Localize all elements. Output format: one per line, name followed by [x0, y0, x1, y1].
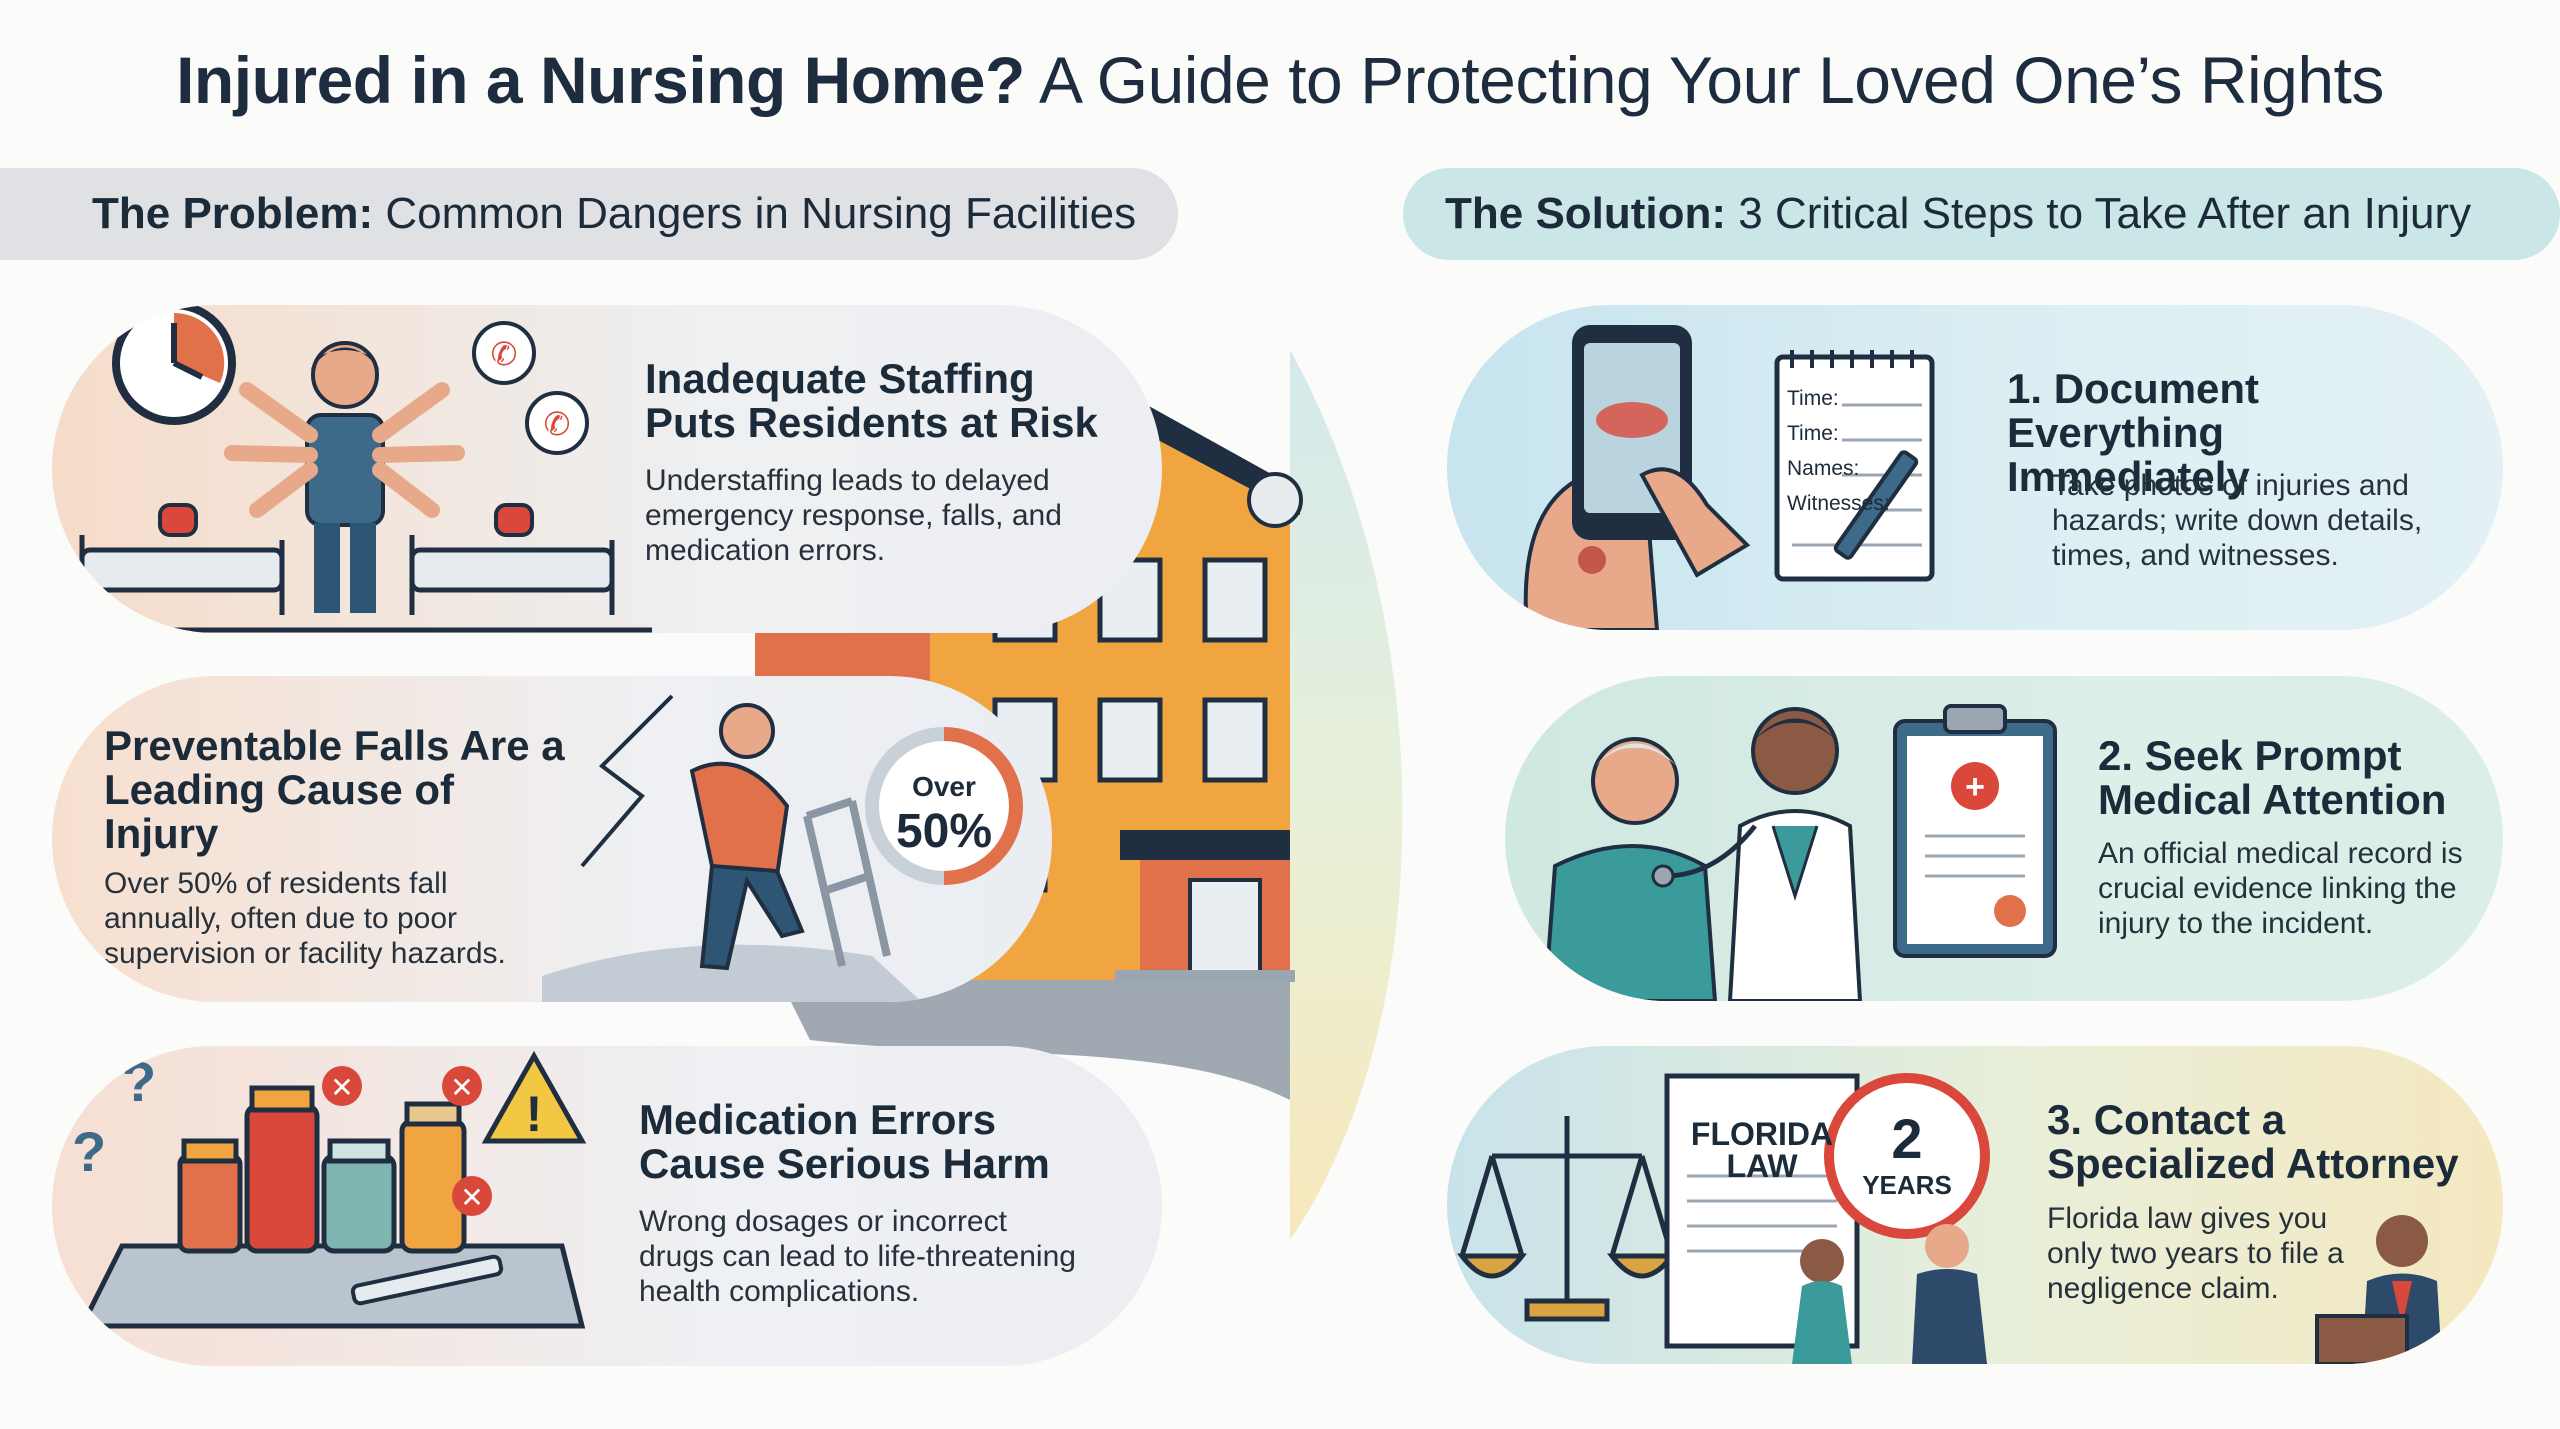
phone-photo-illustration [1523, 325, 1751, 630]
medication-card: ? ? ✕ ✕ ✕ ! Medication Errors Cause Seri… [52, 1046, 1162, 1366]
warning-icon: ! [481, 1050, 587, 1144]
solution-label-bold: The Solution: [1445, 189, 1727, 238]
notepad-line-4: Witnesses: [1787, 492, 1890, 515]
error-x-icon: ✕ [442, 1066, 482, 1106]
syringe-icon [350, 1254, 504, 1306]
scales-icon [1456, 1116, 1678, 1322]
doc-law-text: LAW [1726, 1148, 1798, 1184]
clock-countdown-icon [1824, 1073, 1990, 1239]
solution-label-rest: 3 Critical Steps to Take After an Injury [1738, 189, 2472, 238]
falls-body: Over 50% of residents fall annually, oft… [104, 867, 506, 970]
badge-value-text: 50% [895, 805, 993, 858]
medication-heading: Medication Errors Cause Serious Harm [639, 1096, 1050, 1187]
svg-text:✕: ✕ [330, 1072, 353, 1103]
error-x-icon: ✕ [452, 1176, 492, 1216]
solution-section-header: The Solution: 3 Critical Steps to Take A… [1403, 168, 2560, 260]
alarm-icon [158, 503, 198, 537]
medical-body: An official medical record is crucial ev… [2098, 837, 2463, 940]
notepad-line-2: Time: [1787, 422, 1839, 445]
badge-top-text: Over [912, 771, 976, 802]
falling-resident-illustration [542, 694, 922, 1002]
page-title: Injured in a Nursing Home? A Guide to Pr… [0, 40, 2560, 120]
problem-section-header: The Problem: Common Dangers in Nursing F… [0, 168, 1178, 260]
svg-text:?: ? [122, 1050, 156, 1113]
doctor-examining-patient-illustration: + [1542, 704, 2057, 1001]
medical-step-card: + 2. Seek Prompt Medical Attention An of… [1505, 676, 2503, 1001]
svg-text:✕: ✕ [460, 1182, 483, 1213]
medication-tray-illustration: ? ? ✕ ✕ ✕ ! [72, 1050, 587, 1329]
falls-card: Preventable Falls Are a Leading Cause of… [52, 676, 1052, 1002]
svg-text:✆: ✆ [491, 336, 518, 372]
medical-heading: 2. Seek Prompt Medical Attention [2098, 732, 2447, 823]
svg-text:?: ? [72, 1120, 106, 1183]
phone-call-icon: ✆ [472, 321, 536, 385]
problem-label-bold: The Problem: [92, 189, 374, 238]
question-mark-icon: ? [122, 1050, 156, 1113]
problem-label-rest: Common Dangers in Nursing Facilities [385, 189, 1137, 238]
document-body: Take photos of injuries and hazards; wri… [2052, 469, 2423, 572]
staffing-card: ✆ ✆ Inadequate Staffing Puts Residents a… [52, 305, 1162, 633]
medication-body: Wrong dosages or incorrect drugs can lea… [639, 1205, 1076, 1308]
doc-florida-text: FLORIDA [1690, 1116, 1834, 1152]
overworked-nurse-illustration: ✆ ✆ [57, 305, 652, 633]
notepad-line-1: Time: [1787, 387, 1839, 410]
over-50-percent-badge [865, 727, 1023, 885]
title-rest: A Guide to Protecting Your Loved One’s R… [1039, 43, 2384, 117]
notepad-illustration [1774, 350, 1935, 582]
title-bold: Injured in a Nursing Home? [176, 43, 1025, 117]
attorney-body: Florida law gives you only two years to … [2047, 1202, 2344, 1305]
svg-text:✆: ✆ [544, 406, 571, 442]
clock-value-text: 2 [1891, 1107, 1923, 1170]
clipboard-icon: + [1893, 704, 2057, 958]
clock-icon [112, 305, 236, 425]
scales-of-justice-illustration [1456, 1073, 1990, 1364]
document-heading: 1. Document Everything Immediately [2007, 365, 2260, 500]
question-mark-icon: ? [72, 1120, 106, 1183]
attorney-podium-illustration [2315, 1215, 2442, 1364]
svg-text:+: + [1965, 768, 1985, 806]
falls-heading: Preventable Falls Are a Leading Cause of… [104, 722, 565, 857]
error-x-icon: ✕ [322, 1066, 362, 1106]
document-step-card: Time: Time: Names: Witnesses: 1. Documen… [1447, 305, 2503, 630]
clock-unit-text: YEARS [1862, 1170, 1952, 1200]
notepad-line-3: Names: [1787, 457, 1860, 480]
svg-text:✕: ✕ [450, 1072, 473, 1103]
phone-call-icon: ✆ [525, 391, 589, 455]
alarm-icon [494, 503, 534, 537]
attorney-step-card: FLORIDA LAW 2 YEARS 3. Contact a Special… [1447, 1046, 2503, 1364]
staffing-heading: Inadequate Staffing Puts Residents at Ri… [645, 355, 1098, 446]
svg-text:!: ! [526, 1086, 543, 1142]
attorney-heading: 3. Contact a Specialized Attorney [2047, 1096, 2459, 1187]
staffing-body: Understaffing leads to delayed emergency… [645, 464, 1062, 567]
